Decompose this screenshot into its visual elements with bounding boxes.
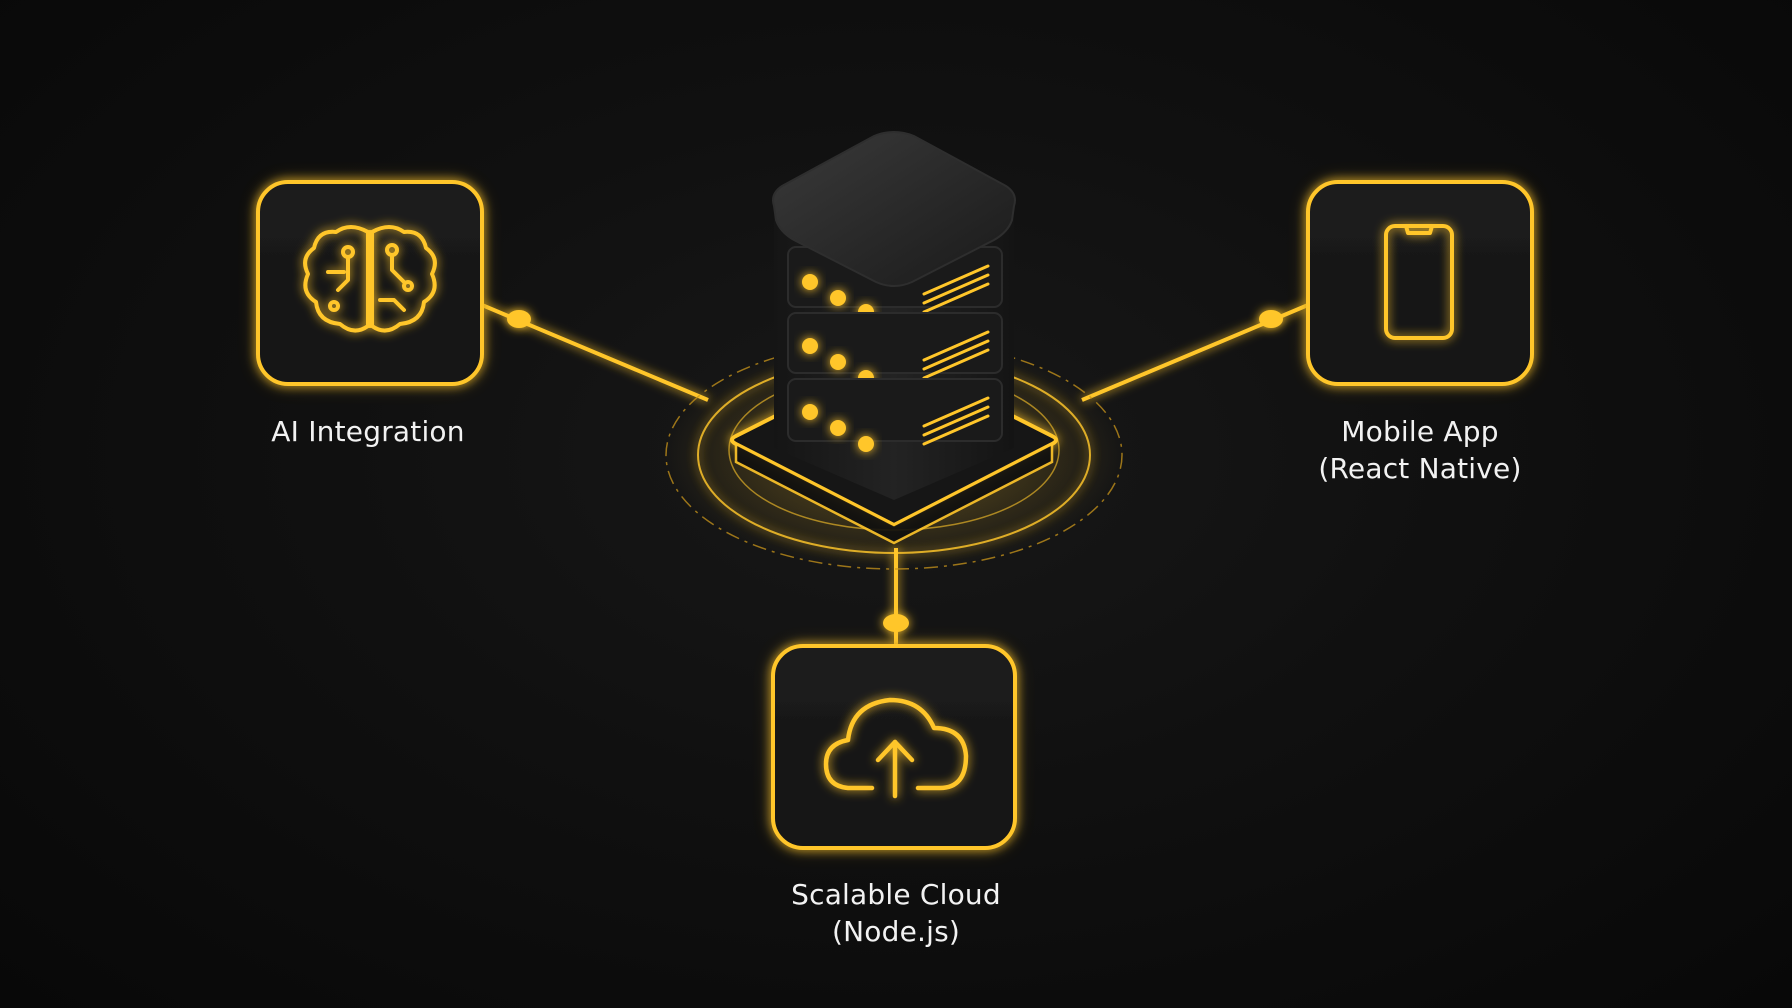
ai-integration-label: AI Integration: [188, 413, 548, 450]
mobile-app-label: Mobile App (React Native): [1240, 413, 1600, 487]
server-unit-2: [787, 312, 1003, 386]
mobile-app-tile[interactable]: [1306, 180, 1534, 386]
ai-integration-label-text: AI Integration: [271, 415, 465, 448]
scalable-cloud-tile[interactable]: [771, 644, 1017, 850]
cloud-upload-icon: [823, 697, 969, 799]
connector-dot-cloud: [883, 614, 909, 632]
scalable-cloud-label-line2: (Node.js): [832, 915, 960, 948]
scalable-cloud-label: Scalable Cloud (Node.js): [716, 876, 1076, 950]
brain-circuit-icon: [303, 225, 437, 333]
outer-ring: [665, 340, 1123, 570]
server-stack-icon: [772, 130, 1016, 500]
ai-integration-tile[interactable]: [256, 180, 484, 386]
connector-dot-ai: [507, 310, 531, 328]
smartphone-icon: [1384, 224, 1454, 340]
mobile-app-label-line2: (React Native): [1318, 452, 1522, 485]
scalable-cloud-label-line1: Scalable Cloud: [791, 878, 1001, 911]
connector-dot-mobile: [1259, 310, 1283, 328]
server-lid: [772, 130, 1016, 287]
server-unit-3: [787, 378, 1003, 452]
mobile-app-label-line1: Mobile App: [1341, 415, 1499, 448]
connector-dots: [507, 310, 1283, 632]
